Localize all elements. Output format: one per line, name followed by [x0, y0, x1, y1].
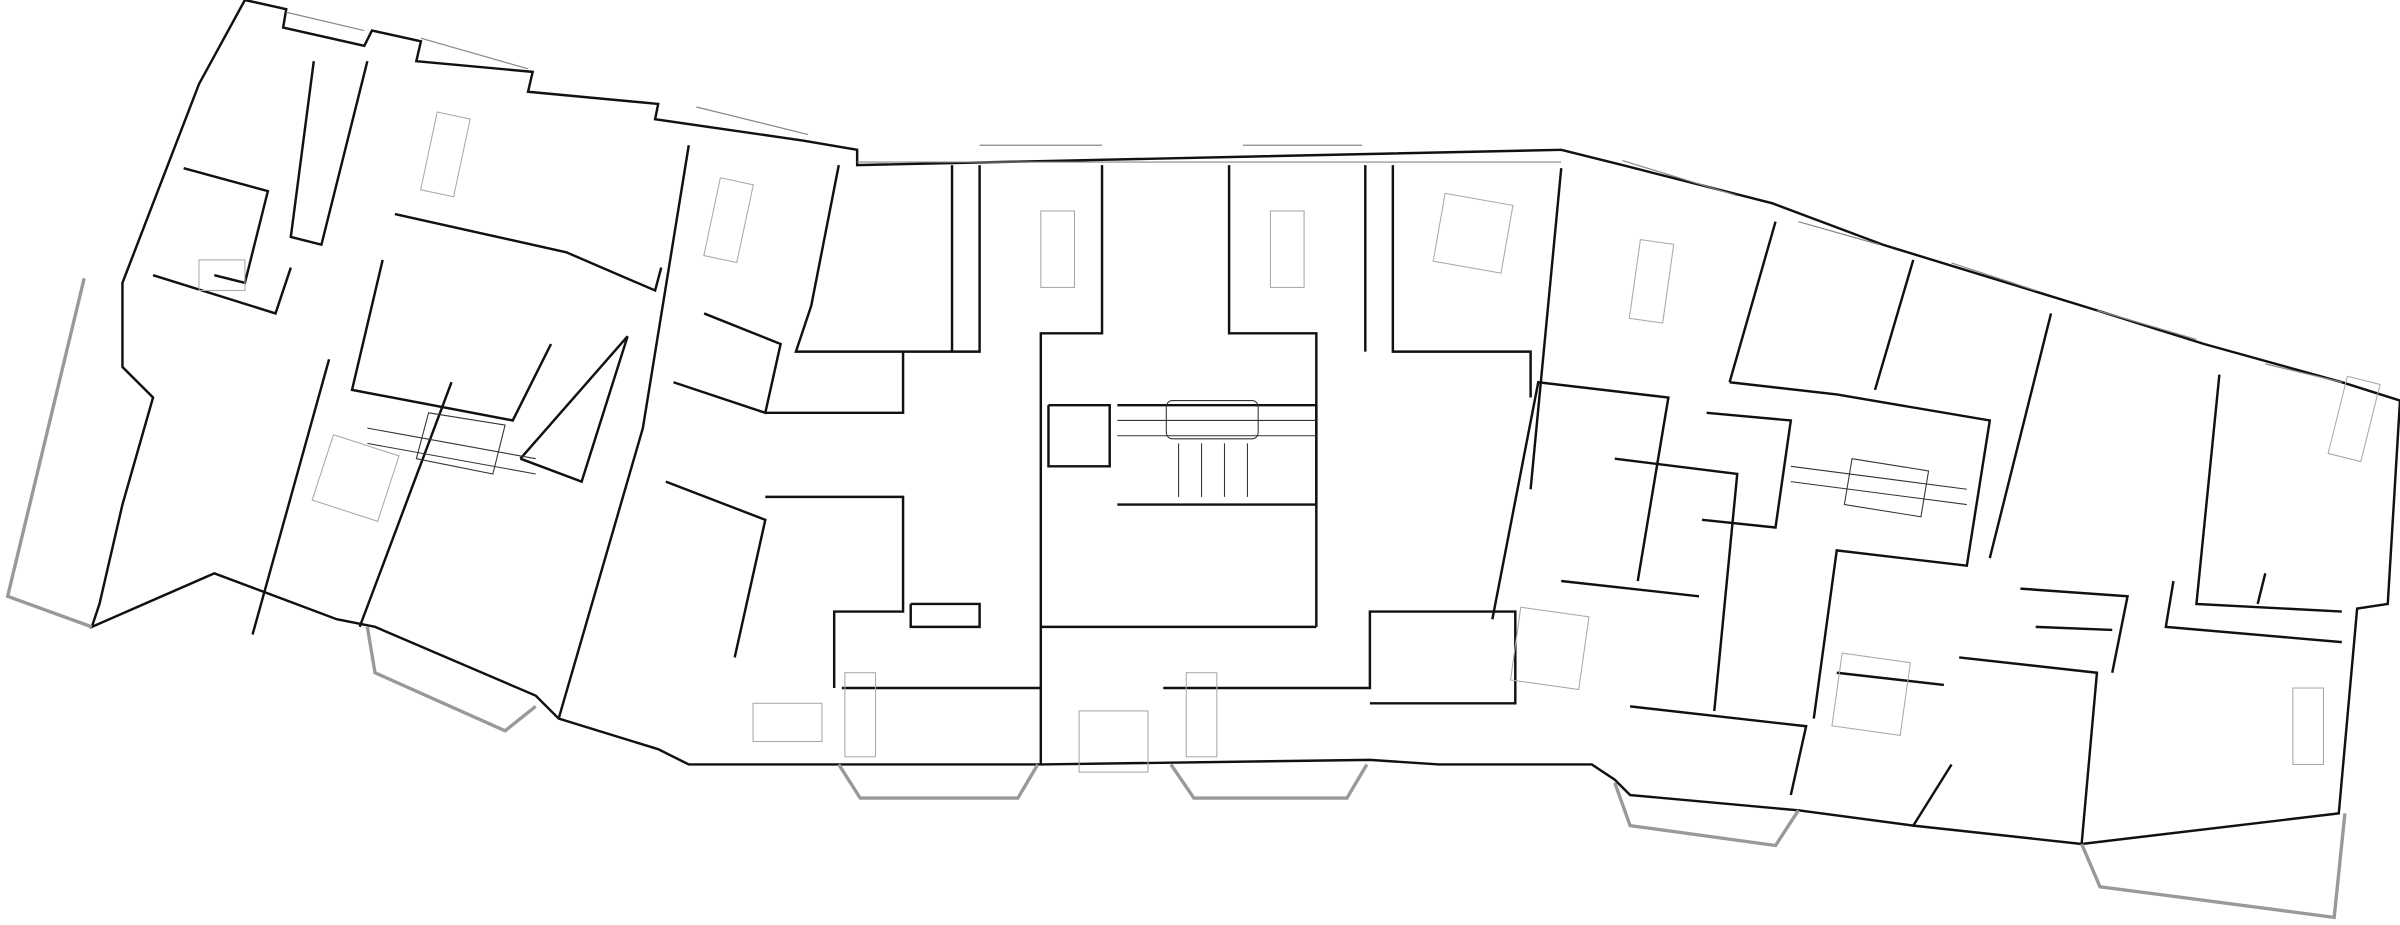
- interior-walls: [152, 60, 2342, 845]
- stairwells: [367, 400, 1967, 518]
- windows: [286, 11, 2342, 383]
- balconies: [5, 277, 2347, 920]
- exterior-wall-outline: [89, 0, 2400, 846]
- furniture: [198, 111, 2381, 773]
